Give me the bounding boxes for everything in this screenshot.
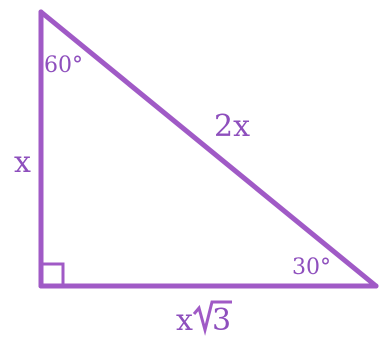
side-left-label: x bbox=[14, 145, 31, 180]
side-bottom-label-x: x bbox=[176, 303, 193, 338]
angle-top-label: 60° bbox=[44, 53, 83, 78]
hypotenuse-label: 2x bbox=[214, 109, 250, 144]
right-angle-marker bbox=[43, 262, 65, 284]
hypotenuse-line bbox=[38, 9, 379, 289]
radical-sign bbox=[192, 300, 232, 336]
side-bottom-label-radicand: 3 bbox=[212, 303, 231, 338]
angle-right-label: 30° bbox=[292, 255, 331, 280]
